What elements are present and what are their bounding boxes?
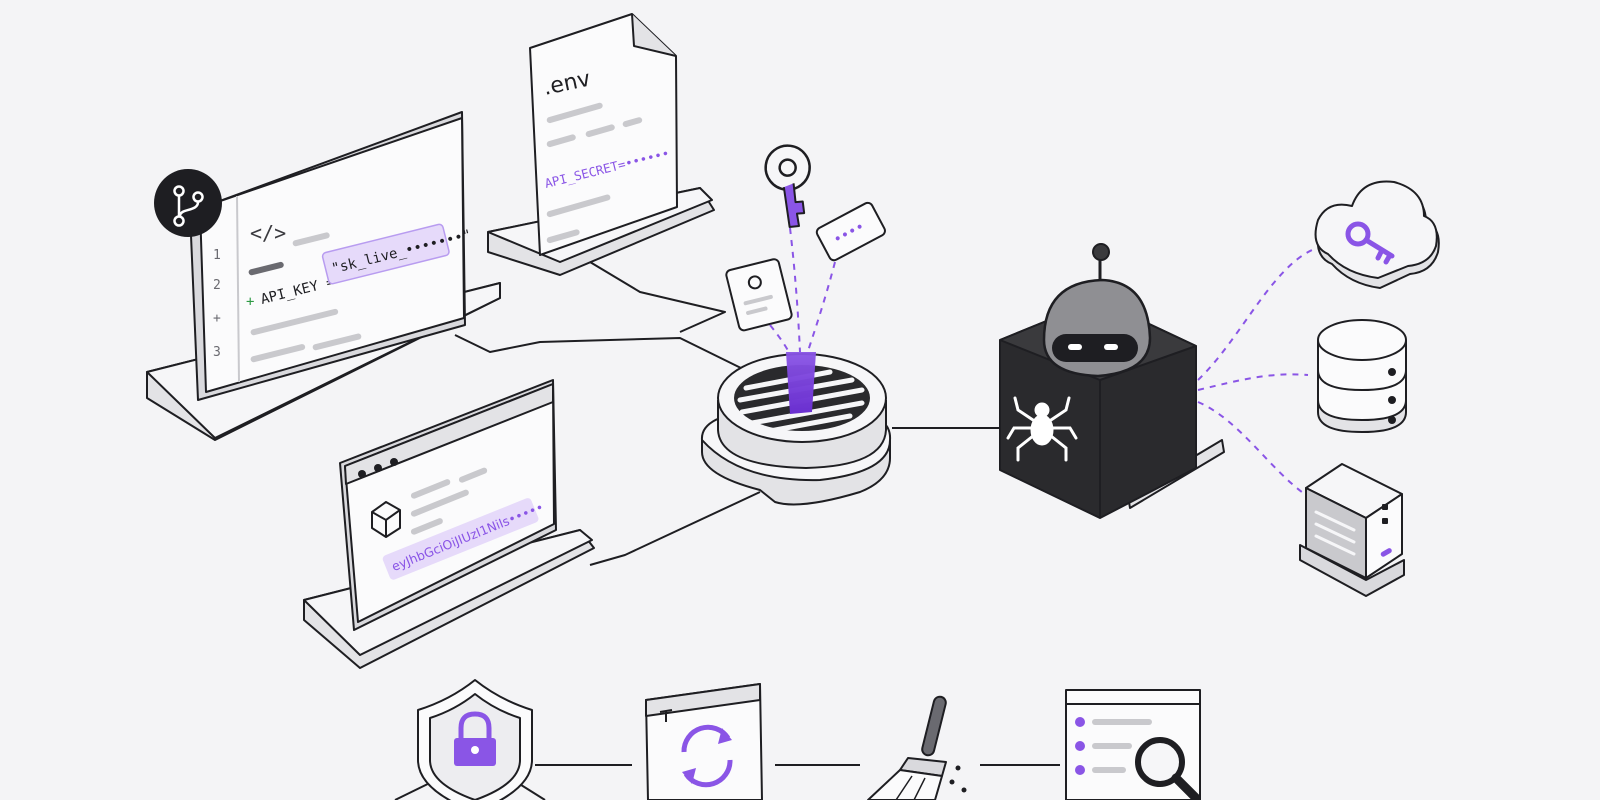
connector-env-to-drain [589,261,726,333]
shield-lock-icon [417,679,533,800]
connector-lines [394,261,1060,800]
browser-window: eyJhbGciOiJIUzI1NiIs••••• [303,379,595,669]
server-icon [1299,463,1405,597]
scan-search-icon [1065,689,1201,800]
rotate-icon [645,683,763,800]
code-icon: </> [250,221,286,245]
robot-icon [999,243,1225,519]
drain-grate-icon [700,352,892,506]
diff-added-marker: + [246,294,254,310]
cloud-key-icon [1314,180,1440,289]
env-file-icon [529,13,678,256]
leak-trails [769,227,836,366]
key-icon [764,144,811,229]
token-card-icon: •••• [815,201,886,262]
code-line-number: 2 [213,278,221,293]
code-line-number: 1 [213,248,221,263]
git-branch-icon [154,169,222,237]
code-line-number: 3 [213,345,221,360]
connector-code-to-drain [454,334,746,371]
exfil-trails [1197,249,1313,496]
window-dots [358,458,398,478]
id-card-icon [725,258,793,332]
code-line-number: + [213,311,221,326]
database-icon [1317,319,1407,434]
leak-beam [786,352,816,414]
code-line-numbers: 1 2 + 3 [213,248,221,360]
broom-icon [867,695,967,800]
connector-browser-to-drain [589,491,761,566]
code-panel: 1 2 + 3 </> + API_KEY = "sk_live_•••••••… [146,111,501,441]
spider-icon [1006,396,1078,462]
package-icon [371,501,401,538]
env-file: .env API_SECRET=•••••• [487,13,715,276]
